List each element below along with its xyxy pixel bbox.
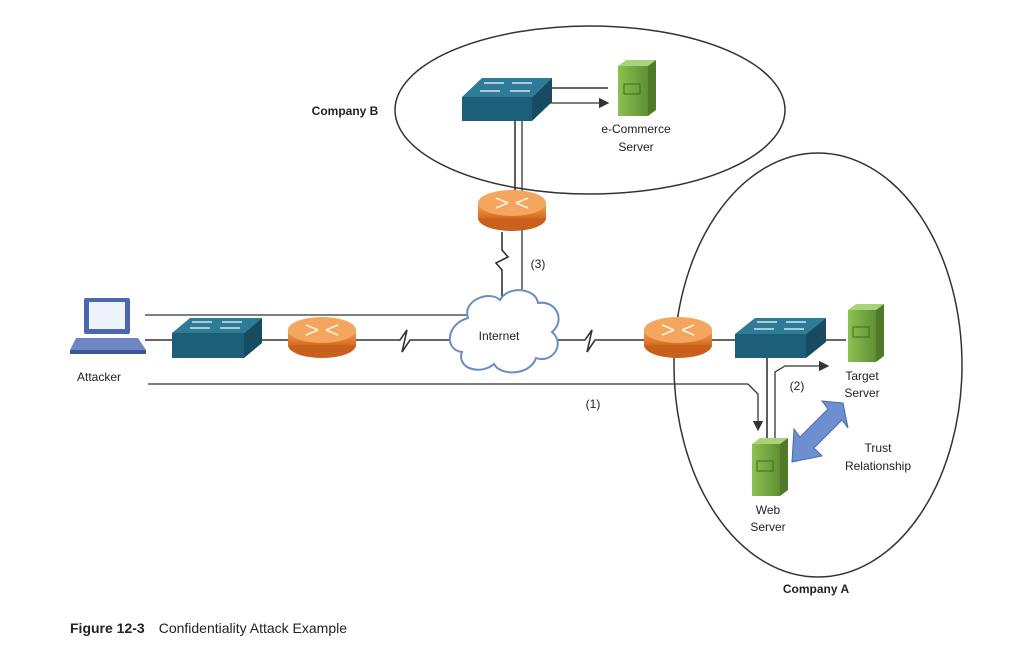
attack-paths [145, 97, 830, 440]
company-b-label: Company B [312, 104, 379, 118]
figure-number: Figure 12-3 [70, 620, 145, 636]
figure-caption: Figure 12-3 Confidentiality Attack Exampl… [70, 620, 347, 636]
target-server-label-2: Server [844, 386, 879, 400]
target-server-icon [848, 304, 884, 362]
target-server-label-1: Target [845, 369, 879, 383]
step-1-label: (1) [586, 397, 601, 411]
attacker-label: Attacker [77, 370, 121, 384]
trust-label-1: Trust [865, 441, 893, 455]
trust-relationship-arrow-icon [791, 400, 849, 463]
switch-icon-attacker-side [172, 318, 262, 358]
web-server-icon [752, 438, 788, 496]
internet-cloud-icon [448, 289, 560, 374]
router-icon-company-a [644, 317, 712, 358]
step-2-label: (2) [790, 379, 805, 393]
router-icon-company-b [478, 190, 546, 231]
internet-label: Internet [479, 329, 520, 343]
company-b-boundary [394, 25, 786, 195]
company-a-label: Company A [783, 582, 850, 596]
trust-label-2: Relationship [845, 459, 911, 473]
ecommerce-server-label-1: e-Commerce [601, 122, 671, 136]
ecommerce-server-icon [618, 60, 656, 116]
ecommerce-server-label-2: Server [618, 140, 653, 154]
web-server-label-2: Server [750, 520, 785, 534]
switch-icon-company-b [462, 78, 552, 121]
step-3-label: (3) [531, 257, 546, 271]
router-icon-attacker-side [288, 317, 356, 358]
attacker-laptop-icon [70, 298, 146, 354]
figure-title: Confidentiality Attack Example [158, 620, 348, 636]
web-server-label-1: Web [756, 503, 781, 517]
company-a-boundary [673, 152, 963, 578]
switch-icon-company-a [735, 318, 826, 358]
network-links [145, 87, 846, 440]
